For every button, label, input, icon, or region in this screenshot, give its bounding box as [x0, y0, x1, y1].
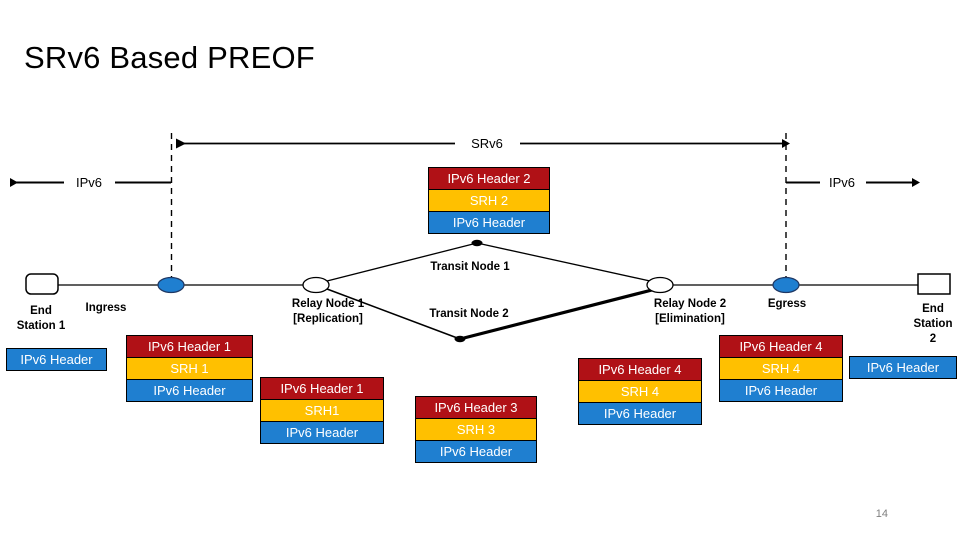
relay-node-1-label-line2: [Replication]	[293, 313, 363, 325]
packet-stack-relay-node-2-out: IPv6 Header 4 SRH 4 IPv6 Header	[719, 335, 843, 402]
packet-end-station-1-ipv6-header: IPv6 Header	[6, 348, 107, 371]
packet-seg-srh: SRH1	[260, 399, 384, 422]
packet-seg-srh: SRH 1	[126, 357, 253, 380]
packet-seg-inner-header: IPv6 Header	[415, 440, 537, 463]
end-station-2-label-line1: End	[922, 303, 944, 315]
packet-stack-relay-node-1: IPv6 Header 1 SRH1 IPv6 Header	[260, 377, 384, 444]
relay-node-2-shape	[646, 276, 674, 294]
relay-node-1-label-line1: Relay Node 1	[291, 298, 365, 310]
packet-seg-outer-header: IPv6 Header 4	[578, 358, 702, 381]
egress-node-label: Egress	[767, 298, 807, 310]
ipv6-scope-label-left: IPv6	[75, 175, 103, 190]
link-transit1-relay2	[476, 242, 651, 282]
link-relay1-transit2	[326, 288, 461, 340]
transit-node-2-shape	[454, 335, 466, 343]
link-relay1-transit1	[326, 242, 478, 282]
packet-seg-outer-header: IPv6 Header 1	[126, 335, 253, 358]
link-transit2-relay2	[459, 288, 653, 341]
relay-node-2-label-line2: [Elimination]	[655, 313, 725, 325]
packet-seg-inner-header: IPv6 Header	[578, 402, 702, 425]
relay-node-2-label: Relay Node 2 [Elimination]	[654, 297, 726, 327]
packet-stack-ingress: IPv6 Header 1 SRH 1 IPv6 Header	[126, 335, 253, 402]
packet-stack-relay-node-2-in: IPv6 Header 4 SRH 4 IPv6 Header	[578, 358, 702, 425]
end-station-1-label-line2: Station 1	[16, 320, 66, 332]
packet-seg-outer-header: IPv6 Header 2	[428, 167, 550, 190]
packet-seg-inner-header: IPv6 Header	[428, 211, 550, 234]
packet-seg-srh: SRH 2	[428, 189, 550, 212]
page-number: 14	[875, 508, 888, 520]
packet-seg-inner-header: IPv6 Header	[719, 379, 843, 402]
end-station-1-label: End Station 1	[17, 304, 66, 334]
packet-seg-outer-header: IPv6 Header 1	[260, 377, 384, 400]
packet-seg-outer-header: IPv6 Header 4	[719, 335, 843, 358]
end-station-2-shape	[917, 273, 951, 295]
packet-end-station-2-ipv6-header: IPv6 Header	[849, 356, 957, 379]
end-station-2-label-line3: 2	[929, 333, 937, 345]
relay-node-2-label-line1: Relay Node 2	[653, 298, 727, 310]
transit-node-2-label: Transit Node 2	[429, 308, 509, 320]
packet-seg-outer-header: IPv6 Header 3	[415, 396, 537, 419]
ingress-node-shape	[157, 276, 185, 294]
packet-stack-transit-node-2: IPv6 Header 3 SRH 3 IPv6 Header	[415, 396, 537, 463]
relay-node-1-label: Relay Node 1 [Replication]	[292, 297, 364, 327]
packet-seg-inner-header: IPv6 Header	[260, 421, 384, 444]
end-station-2-label-line2: Station	[913, 318, 953, 330]
packet-stack-transit-node-1: IPv6 Header 2 SRH 2 IPv6 Header	[428, 167, 550, 234]
transit-node-1-label: Transit Node 1	[430, 261, 510, 273]
page-title: SRv6 Based PREOF	[24, 40, 315, 75]
srv6-scope-label: SRv6	[471, 136, 503, 151]
ingress-node-label: Ingress	[85, 302, 127, 314]
end-station-2-label: End Station 2	[914, 302, 953, 347]
ipv6-scope-label-right: IPv6	[828, 175, 856, 190]
end-station-1-shape	[25, 273, 59, 295]
packet-seg-srh: SRH 3	[415, 418, 537, 441]
transit-node-1-shape	[471, 239, 483, 247]
egress-node-shape	[772, 276, 800, 294]
packet-seg-inner-header: IPv6 Header	[126, 379, 253, 402]
relay-node-1-shape	[302, 276, 330, 294]
packet-seg-srh: SRH 4	[719, 357, 843, 380]
end-station-1-label-line1: End	[30, 305, 52, 317]
packet-seg-srh: SRH 4	[578, 380, 702, 403]
